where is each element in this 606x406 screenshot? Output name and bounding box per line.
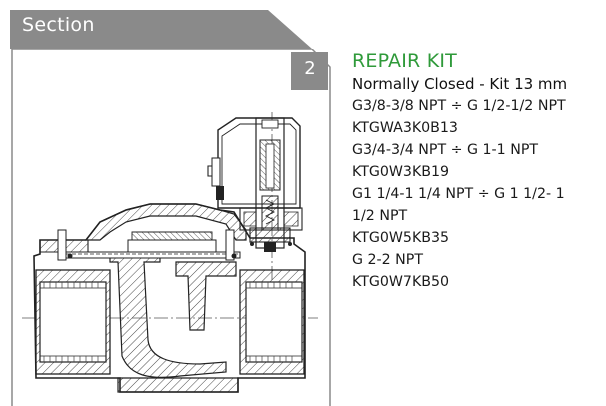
section-number: 2: [304, 58, 316, 79]
kit-line: KTGWA3K0B13: [352, 120, 458, 136]
kit-line: G1 1/4-1 1/4 NPT ÷ G 1 1/2- 1: [352, 186, 565, 202]
repair-kit-panel: REPAIR KIT Normally Closed - Kit 13 mm G…: [352, 50, 602, 293]
kit-line: KTG0W3KB19: [352, 164, 450, 180]
kit-line: G3/4-3/4 NPT ÷ G 1-1 NPT: [352, 142, 539, 158]
kit-line: 1/2 NPT: [352, 208, 408, 224]
repair-kit-subtitle: Normally Closed - Kit 13 mm: [352, 75, 568, 93]
kit-line: G3/8-3/8 NPT ÷ G 1/2-1/2 NPT: [352, 98, 566, 114]
kit-line: KTG0W5KB35: [352, 230, 450, 246]
kit-line: G 2-2 NPT: [352, 252, 424, 268]
kit-line: KTG0W7KB50: [352, 274, 450, 290]
section-number-badge: [291, 52, 328, 90]
section-label: Section: [22, 14, 95, 36]
repair-kit-title: REPAIR KIT: [352, 50, 457, 72]
section-tab: [10, 10, 322, 49]
